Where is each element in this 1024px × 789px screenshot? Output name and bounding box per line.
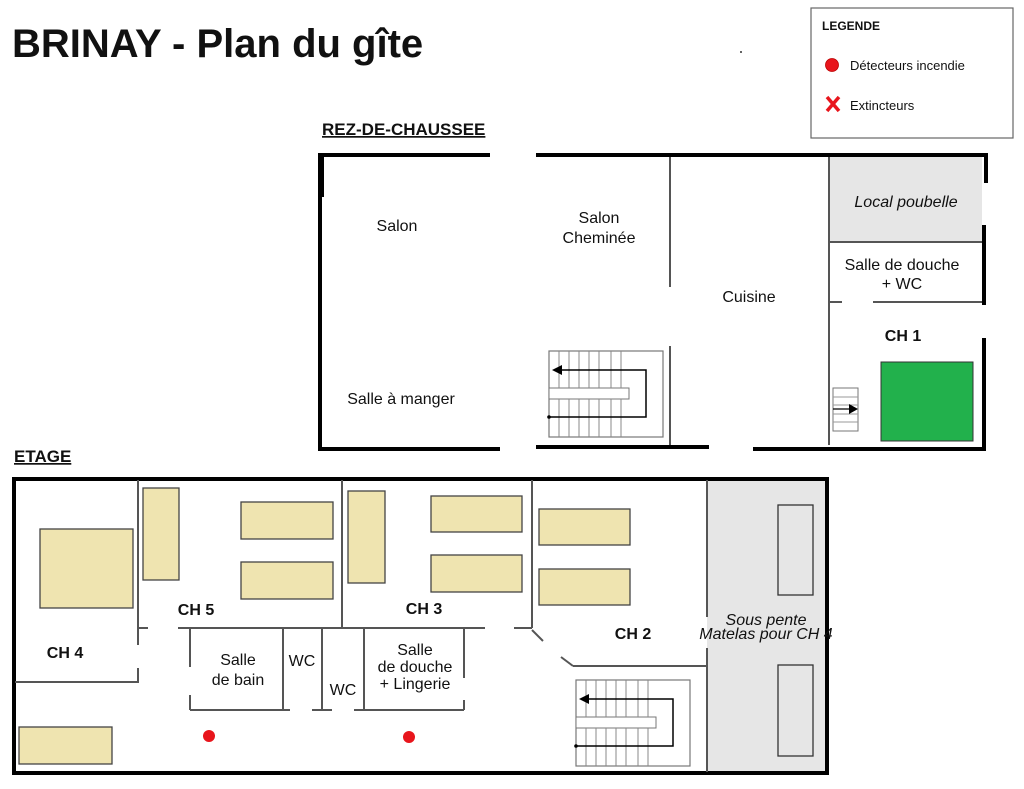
bed <box>430 495 523 533</box>
room-label-salle-de-douche-2: de douche <box>378 659 453 676</box>
room-label-salle-de-douche: Salle <box>397 642 433 659</box>
small-staircase <box>832 387 859 432</box>
mattress <box>777 664 814 757</box>
room-label-salon-cheminee: Salon <box>579 210 620 227</box>
local-poubelle-area <box>830 157 982 242</box>
extinguisher-icon <box>825 95 841 113</box>
legend: LEGENDE Détecteurs incendie Extincteurs <box>810 7 1014 139</box>
fire-detector-icon <box>403 731 415 743</box>
room-label-salon-cheminee-2: Cheminée <box>563 230 636 247</box>
stray-dot <box>740 51 742 53</box>
room-label-salle-de-bain: Salle <box>220 652 256 669</box>
room-label-ch3: CH 3 <box>406 601 443 618</box>
ground-floor-heading: REZ-DE-CHAUSSEE <box>322 120 485 139</box>
fire-detector-icon <box>825 58 839 72</box>
room-label-matelas: Matelas pour CH 4 <box>699 626 832 643</box>
bed <box>538 568 631 606</box>
legend-label-detectors: Détecteurs incendie <box>850 58 965 73</box>
room-label-ch1: CH 1 <box>885 328 922 345</box>
bed <box>240 501 334 540</box>
room-label-salle-a-manger: Salle à manger <box>347 391 455 408</box>
bed <box>538 508 631 546</box>
bed <box>347 490 386 584</box>
bed <box>18 726 113 765</box>
legend-label-extinguishers: Extincteurs <box>850 98 915 113</box>
ch1-bed <box>880 361 974 442</box>
upper-floor-heading: ETAGE <box>14 447 71 466</box>
room-label-sous-pente: Sous pente <box>726 612 807 629</box>
room-label-local-poubelle: Local poubelle <box>854 194 957 211</box>
upper-floor-plan: ETAGE <box>12 447 833 775</box>
bed <box>142 487 180 581</box>
room-label-salon: Salon <box>377 218 418 235</box>
arrow-right-icon <box>849 404 858 414</box>
room-label-wc: WC <box>289 653 316 670</box>
room-label-ch5: CH 5 <box>178 602 215 619</box>
bed <box>240 561 334 600</box>
staircase <box>573 679 691 767</box>
room-label-ch4: CH 4 <box>47 645 84 662</box>
room-label-salle-de-douche-wc: + WC <box>882 276 922 293</box>
room-label-salle-de-bain-2: de bain <box>212 672 265 689</box>
mattress <box>777 504 814 596</box>
room-label-wc-2: WC <box>330 682 357 699</box>
room-label-cuisine: Cuisine <box>722 289 775 306</box>
room-label-salle-de-douche: Salle de douche <box>845 257 960 274</box>
bed <box>39 528 134 609</box>
room-label-ch2: CH 2 <box>615 626 652 643</box>
page-title: BRINAY - Plan du gîte <box>12 22 423 66</box>
room-label-lingerie: + Lingerie <box>380 676 451 693</box>
ground-floor-plan: REZ-DE-CHAUSSEE Salon Salon Cheminée Cui… <box>318 120 988 451</box>
fire-detector-icon <box>203 730 215 742</box>
staircase <box>546 350 664 438</box>
bed <box>430 554 523 593</box>
legend-heading: LEGENDE <box>822 19 880 33</box>
upper-floor-outline <box>12 477 829 775</box>
